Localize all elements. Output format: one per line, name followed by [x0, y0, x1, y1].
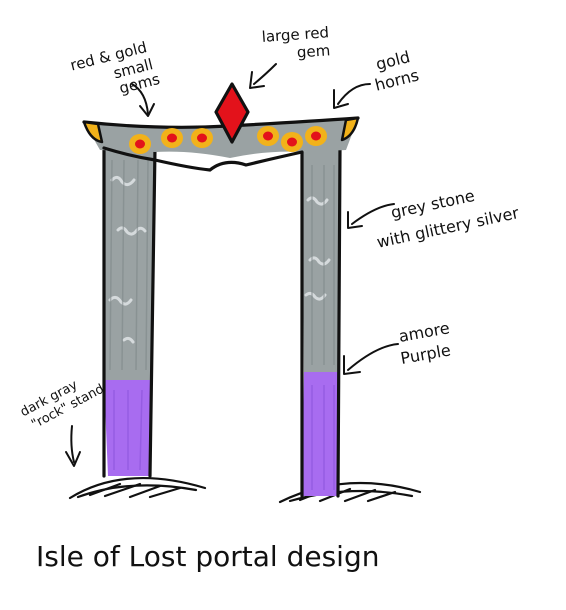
- note-large-gem-line1: large red: [261, 23, 329, 46]
- arrow-stone: [347, 203, 395, 229]
- small-gem: [257, 126, 279, 146]
- large-red-gem: [214, 82, 250, 144]
- small-gem: [161, 128, 183, 148]
- arrow-large-gem: [249, 63, 277, 89]
- note-stone: grey stone with glittery silver: [370, 178, 521, 252]
- left-rock-stand: [68, 476, 207, 500]
- note-large-gem: large red gem: [261, 23, 335, 64]
- arrow-purple: [343, 343, 399, 375]
- page-title: Isle of Lost portal design: [36, 540, 379, 573]
- note-purple: amore Purple: [395, 317, 460, 368]
- right-gold-horn: [340, 116, 360, 142]
- note-large-gem-line2: gem: [296, 41, 331, 61]
- small-gems: [129, 126, 327, 154]
- left-pillar: [102, 146, 157, 478]
- small-gem: [191, 128, 213, 148]
- note-stand: dark gray "rock" stand: [18, 367, 107, 434]
- annotation-arrows: [65, 63, 399, 467]
- right-pillar: [300, 146, 342, 498]
- small-gem: [129, 134, 151, 154]
- arrow-horns: [333, 83, 371, 109]
- left-gold-horn: [82, 120, 104, 144]
- note-small-gems: red & gold small gems: [68, 37, 163, 108]
- arrow-small-gems: [131, 83, 155, 117]
- small-gem: [281, 132, 303, 152]
- small-gem: [305, 126, 327, 146]
- arrow-stand: [65, 425, 81, 467]
- note-horns: gold horns: [368, 46, 422, 95]
